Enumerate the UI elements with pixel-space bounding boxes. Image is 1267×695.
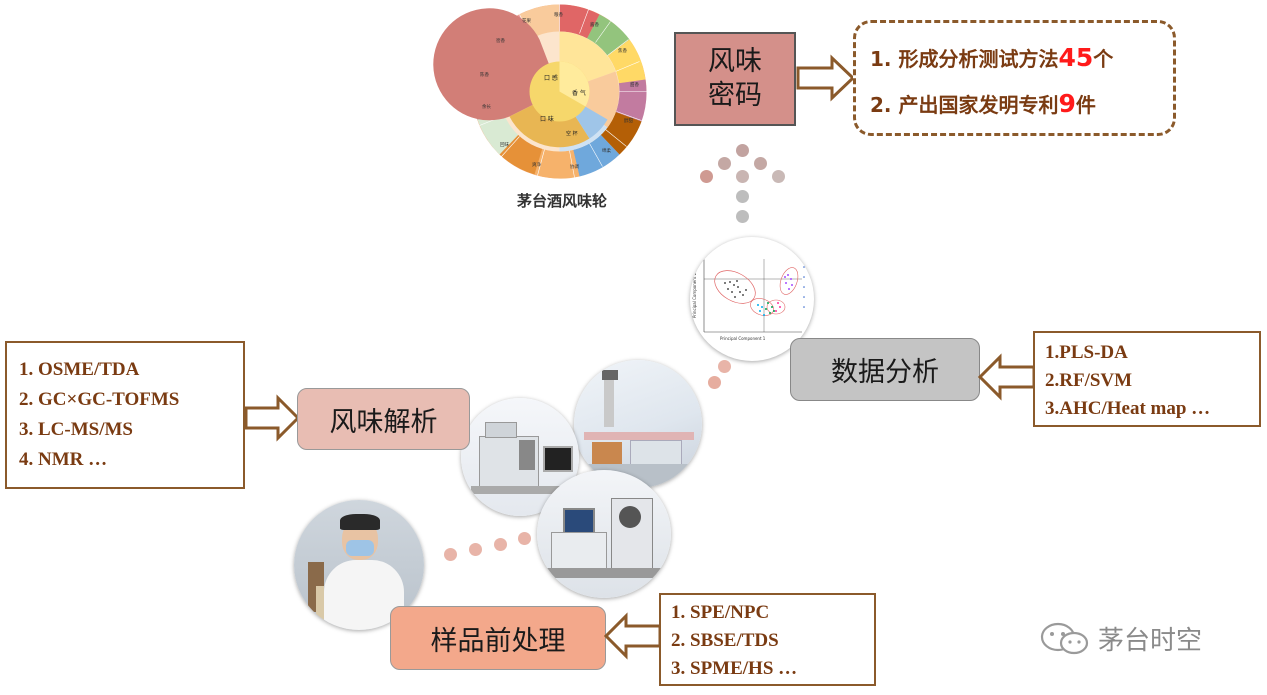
flavor-method-item: 4. NMR … [19, 449, 108, 470]
wheel-ring-label: 协调 [570, 163, 579, 170]
pretreatment-methods-list: 1. SPE/NPC 2. SBSE/TDS 3. SPME/HS … [659, 593, 876, 686]
flavor-analysis-box: 风味解析 [297, 388, 470, 450]
wheel-ring-label: 回味 [500, 141, 509, 148]
watermark: 茅台时空 [1040, 620, 1202, 657]
wheel-caption: 茅台酒风味轮 [516, 192, 607, 210]
wheel-ring-label: 醇甜 [624, 117, 633, 124]
flavor-method-item: 1. OSME/TDA [19, 359, 140, 380]
wheel-ring-label: 爽净 [532, 161, 541, 168]
results-box: 1. 形成分析测试方法45个 2. 产出国家发明专利9件 [853, 20, 1176, 136]
dot-connector [494, 538, 507, 551]
flavor-code-line1: 风味 [708, 46, 762, 77]
pretreatment-method-item: 3. SPME/HS … [671, 658, 798, 679]
dot-connector [708, 376, 721, 389]
arrow-left-icon [603, 612, 662, 660]
dot-connector [718, 360, 731, 373]
dot-arrow [754, 157, 767, 170]
wheel-ring-label: 甜香 [630, 81, 639, 88]
pretreatment-method-item: 2. SBSE/TDS [671, 630, 779, 651]
wheel-ring-label: 陈香 [480, 71, 489, 78]
wheel-ring-label: 窖香 [496, 37, 505, 44]
wheel-inner-label-empty-cup: 空 杯 [566, 130, 578, 137]
lab-bench-photo [574, 360, 702, 488]
wheel-ring-label: 粮香 [554, 11, 563, 18]
wheel-ring-label: 花果 [522, 17, 531, 24]
pretreatment-box: 样品前处理 [390, 606, 606, 670]
dot-connector [469, 543, 482, 556]
flavor-wheel: 口 感 口 味 香 气 空 杯 粮香 酱香 焦香 甜香 醇甜 绵柔 协调 爽净 … [433, 4, 647, 179]
dot-arrow [736, 190, 749, 203]
watermark-text: 茅台时空 [1098, 626, 1203, 656]
dot-arrow [700, 170, 713, 183]
data-method-item: 3.AHC/Heat map … [1045, 398, 1211, 419]
result-patents-count: 9 [1058, 89, 1076, 118]
flavor-code-line2: 密码 [708, 80, 762, 111]
arrow-left-icon [977, 353, 1036, 401]
wheel-inner-label-mouthfeel: 口 感 [544, 74, 558, 82]
dot-arrow [736, 170, 749, 183]
dot-connector [444, 548, 457, 561]
wechat-icon [1040, 622, 1089, 654]
pca-ylabel: Principal Component 2 [692, 272, 698, 319]
data-method-item: 1.PLS-DA [1045, 342, 1128, 363]
flavor-code-box: 风味 密码 [674, 32, 796, 126]
flavor-method-item: 3. LC-MS/MS [19, 419, 133, 440]
dot-arrow [736, 210, 749, 223]
result-patents-label: 2. 产出国家发明专利 [870, 93, 1059, 117]
data-methods-list: 1.PLS-DA 2.RF/SVM 3.AHC/Heat map … [1033, 331, 1261, 427]
result-methods-label: 1. 形成分析测试方法 [870, 47, 1059, 71]
dot-connector [518, 532, 531, 545]
result-item-patents: 2. 产出国家发明专利9件 [870, 89, 1096, 118]
wheel-ring-labels: 粮香 酱香 焦香 甜香 醇甜 绵柔 协调 爽净 回味 余长 陈香 窖香 花果 [480, 11, 639, 170]
dot-arrow [736, 144, 749, 157]
result-patents-unit: 件 [1075, 93, 1096, 117]
wheel-ring-label: 绵柔 [602, 147, 611, 154]
flavor-methods-list: 1. OSME/TDA 2. GC×GC-TOFMS 3. LC-MS/MS 4… [5, 341, 245, 489]
flavor-method-item: 2. GC×GC-TOFMS [19, 389, 180, 410]
result-methods-count: 45 [1058, 43, 1094, 72]
wheel-inner-label-taste: 口 味 [540, 115, 554, 123]
data-analysis-box: 数据分析 [790, 338, 980, 401]
wheel-ring-label: 酱香 [590, 21, 599, 28]
dot-arrow [718, 157, 731, 170]
data-method-item: 2.RF/SVM [1045, 370, 1133, 391]
wheel-inner-label-aroma: 香 气 [572, 89, 586, 97]
dot-arrow [772, 170, 785, 183]
wheel-outer-ring [433, 4, 647, 179]
wheel-ring-label: 余长 [482, 103, 491, 110]
pretreatment-method-item: 1. SPE/NPC [671, 602, 770, 623]
arrow-right-icon [796, 54, 856, 102]
wheel-ring-label: 焦香 [618, 47, 627, 54]
lcms-instrument-photo [537, 470, 671, 598]
arrow-right-icon [244, 394, 301, 442]
result-item-methods: 1. 形成分析测试方法45个 [870, 43, 1113, 72]
result-methods-unit: 个 [1093, 47, 1114, 71]
pca-xlabel: Principal Component 1 [720, 336, 766, 341]
